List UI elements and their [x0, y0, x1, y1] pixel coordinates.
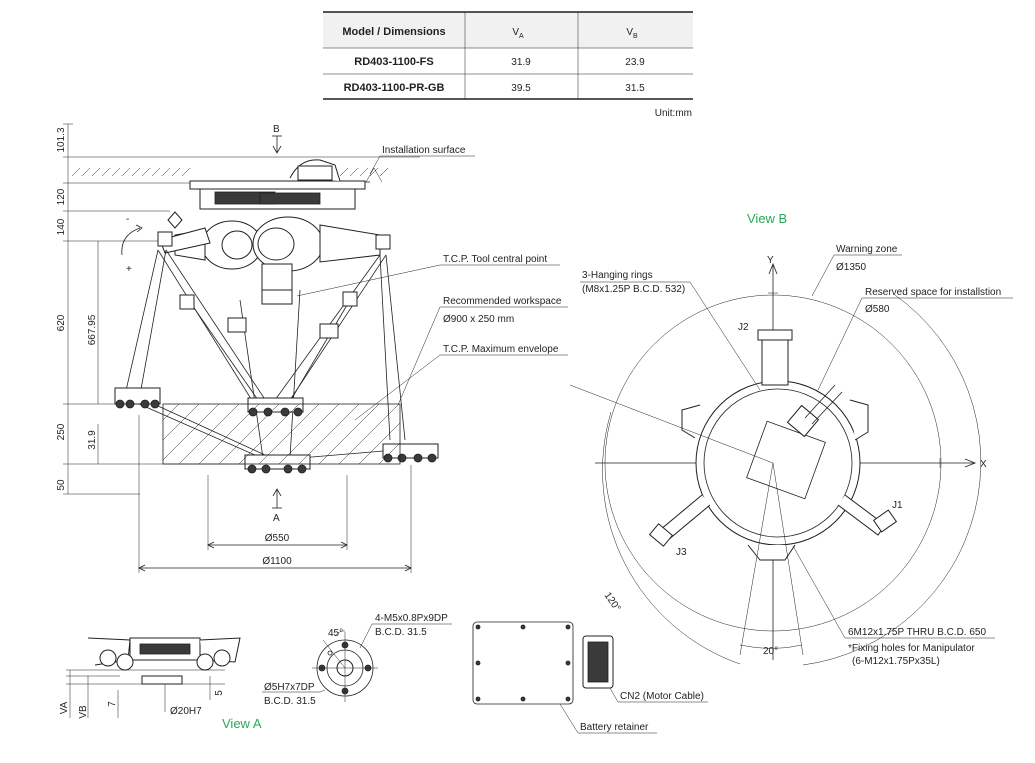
dim-va: VA [59, 701, 70, 714]
callout-fixing-holes: 6M12x1.75P THRU B.C.D. 650 [848, 627, 986, 638]
dim-667-95: 667.95 [87, 314, 98, 345]
table-cell: 23.9 [625, 57, 645, 68]
callout-hanging-rings: 3-Hanging rings [582, 270, 653, 281]
callout-hanging-rings-spec: (M8x1.25P B.C.D. 532) [582, 284, 685, 295]
flange-angle: 45° [328, 628, 343, 639]
table-header-va: VA [512, 27, 524, 40]
callout-fixing-spec: (6-M12x1.75Px35L) [852, 656, 940, 667]
dimensions-table: Model / Dimensions VA VB RD403-1100-FS 3… [323, 11, 693, 119]
flange-tap-spec: 4-M5x0.8Px9DP [375, 613, 448, 624]
view-a-title: View A [222, 716, 262, 731]
callout-battery-retainer: Battery retainer [580, 722, 649, 733]
joint-j3: J3 [676, 547, 687, 558]
dim-120: 120 [56, 188, 67, 205]
marker-b: B [273, 124, 280, 135]
rot-minus: - [126, 214, 129, 225]
table-header-vb: VB [626, 27, 638, 40]
dim-50: 50 [56, 479, 67, 491]
joint-j1: J1 [892, 500, 903, 511]
view-a: VA VB 7 5 Ø20H7 View A 45° 4-M5x0.8Px9DP… [59, 613, 452, 731]
angle-20: 20° [763, 646, 778, 657]
flange-pin-spec: Ø5H7x7DP [264, 682, 315, 693]
side-view: 101.3 120 140 620 250 50 667.95 31.9 B [56, 123, 568, 573]
dim-5: 5 [214, 690, 225, 696]
table-cell: 31.5 [625, 83, 645, 94]
dim-vb: VB [78, 705, 89, 719]
callout-recommended-workspace: Recommended workspace [443, 296, 562, 307]
callout-fixing-note: *Fixing holes for Manipulator [848, 643, 975, 654]
dim-620: 620 [56, 314, 67, 331]
effector-blocks [114, 289, 439, 474]
callout-warning-zone: Warning zone [836, 244, 898, 255]
table-cell: RD403-1100-FS [354, 56, 434, 68]
callout-workspace-size: Ø900 x 250 mm [443, 314, 514, 325]
table-cell: 39.5 [511, 83, 531, 94]
table-cell: RD403-1100-PR-GB [344, 82, 445, 94]
view-b-title: View B [747, 211, 787, 226]
axis-x: X [980, 459, 987, 470]
rot-plus: + [126, 264, 132, 275]
table-cell: 31.9 [511, 57, 531, 68]
angle-120: 120° [602, 590, 623, 613]
view-b: View B Y X J2 J1 J3 [569, 211, 1013, 667]
callout-reserved-space: Reserved space for installstion [865, 287, 1001, 298]
unit-label: Unit:mm [655, 108, 692, 119]
dim-550: Ø550 [265, 533, 290, 544]
axis-y: Y [767, 255, 774, 266]
dim-250: 250 [56, 423, 67, 440]
callout-warning-zone-dia: Ø1350 [836, 262, 866, 273]
joint-j2: J2 [738, 322, 749, 333]
flange-pin-bcd: B.C.D. 31.5 [264, 696, 316, 707]
dim-20h7: Ø20H7 [170, 706, 202, 717]
marker-a: A [273, 513, 280, 524]
dim-1100: Ø1100 [262, 556, 292, 567]
table-header-model: Model / Dimensions [342, 26, 445, 38]
dim-140: 140 [56, 218, 67, 235]
callout-tcp-envelope: T.C.P. Maximum envelope [443, 344, 559, 355]
dim-31-9: 31.9 [87, 430, 98, 450]
callout-tcp-point: T.C.P. Tool central point [443, 254, 547, 265]
dim-7: 7 [107, 701, 118, 707]
callout-reserved-space-dia: Ø580 [865, 304, 890, 315]
battery-retainer: CN2 (Motor Cable) Battery retainer [472, 621, 708, 734]
dim-101-3: 101.3 [56, 127, 67, 152]
callout-installation-surface: Installation surface [382, 145, 466, 156]
flange-tap-bcd: B.C.D. 31.5 [375, 627, 427, 638]
callout-cn2-motor-cable: CN2 (Motor Cable) [620, 691, 704, 702]
